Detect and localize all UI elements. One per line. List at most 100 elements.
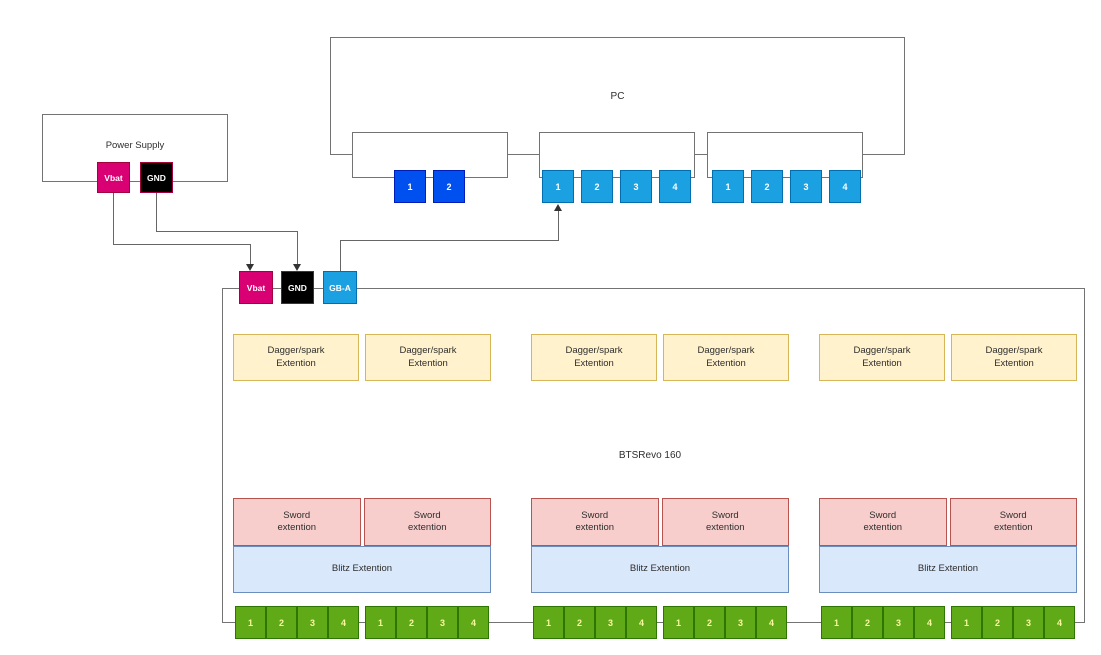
gnd-wire-segment — [156, 231, 298, 232]
bts-port-4[interactable]: 4 — [328, 606, 359, 639]
power-supply-box[interactable] — [42, 114, 228, 182]
vbat-wire-segment — [113, 244, 251, 245]
vbat-wire-segment — [113, 193, 114, 245]
blitz-extension-box[interactable]: Blitz Extention — [819, 546, 1077, 593]
bts-gba-port[interactable]: GB-A — [323, 271, 357, 304]
gnd-wire-arrowhead — [293, 264, 301, 271]
bts-port-2[interactable]: 2 — [564, 606, 595, 639]
dagger-row: Dagger/spark Extention Dagger/spark Exte… — [531, 334, 789, 381]
power-supply-gnd-port[interactable]: GND — [140, 162, 173, 193]
bts-port-1[interactable]: 1 — [533, 606, 564, 639]
pc-label: PC — [610, 91, 625, 102]
dagger-row: Dagger/spark Extention Dagger/spark Exte… — [233, 334, 491, 381]
sword-extension-box[interactable]: Sword extention — [531, 498, 659, 546]
pc-gb-2[interactable]: 2 — [751, 170, 783, 203]
sword-extension-box[interactable]: Sword extention — [819, 498, 947, 546]
gba-wire-arrowhead — [554, 204, 562, 211]
dagger-extension-box[interactable]: Dagger/spark Extention — [233, 334, 359, 381]
dagger-row: Dagger/spark Extention Dagger/spark Exte… — [819, 334, 1077, 381]
sword-row: Sword extention Sword extention — [819, 498, 1077, 546]
pc-gb-3[interactable]: 3 — [790, 170, 822, 203]
bts-port-4[interactable]: 4 — [626, 606, 657, 639]
pc-gb-3[interactable]: 3 — [620, 170, 652, 203]
bts-port-2[interactable]: 2 — [266, 606, 297, 639]
bts-port-3[interactable]: 3 — [595, 606, 626, 639]
sword-extension-label: Sword extention — [993, 509, 1033, 533]
sword-extension-label: Sword extention — [407, 509, 447, 533]
gnd-wire-segment — [156, 193, 157, 232]
btsrevo-label: BTSRevo 160 — [618, 450, 682, 461]
vbat-wire-arrowhead — [246, 264, 254, 271]
pc-gb-1[interactable]: 1 — [712, 170, 744, 203]
blitz-extension-box[interactable]: Blitz Extention — [531, 546, 789, 593]
bts-port-4[interactable]: 4 — [914, 606, 945, 639]
bts-port-4[interactable]: 4 — [1044, 606, 1075, 639]
sword-extension-label: Sword extention — [863, 509, 903, 533]
bts-port-2[interactable]: 2 — [982, 606, 1013, 639]
bts-port-3[interactable]: 3 — [427, 606, 458, 639]
power-supply-label: Power Supply — [105, 140, 165, 151]
power-supply-vbat-port[interactable]: Vbat — [97, 162, 130, 193]
sword-extension-box[interactable]: Sword extention — [363, 498, 491, 546]
bts-port-4[interactable]: 4 — [458, 606, 489, 639]
dagger-extension-label: Dagger/spark Extention — [985, 345, 1043, 369]
bts-port-2[interactable]: 2 — [694, 606, 725, 639]
pc-gb-4[interactable]: 4 — [659, 170, 691, 203]
pc-gb-1[interactable]: 1 — [542, 170, 574, 203]
dagger-extension-box[interactable]: Dagger/spark Extention — [951, 334, 1077, 381]
bts-port-4[interactable]: 4 — [756, 606, 787, 639]
bts-port-2[interactable]: 2 — [852, 606, 883, 639]
gba-wire-segment — [340, 240, 559, 241]
gba-wire-segment — [340, 240, 341, 271]
sword-extension-label: Sword extention — [575, 509, 615, 533]
pc-gb-4[interactable]: 4 — [829, 170, 861, 203]
dagger-extension-box[interactable]: Dagger/spark Extention — [531, 334, 657, 381]
sword-extension-label: Sword extention — [277, 509, 317, 533]
bts-port-3[interactable]: 3 — [297, 606, 328, 639]
blitz-extension-label: Blitz Extention — [917, 563, 979, 575]
dagger-extension-label: Dagger/spark Extention — [853, 345, 911, 369]
bts-port-1[interactable]: 1 — [663, 606, 694, 639]
dagger-extension-box[interactable]: Dagger/spark Extention — [819, 334, 945, 381]
bts-port-1[interactable]: 1 — [365, 606, 396, 639]
dagger-extension-box[interactable]: Dagger/spark Extention — [663, 334, 789, 381]
pc-gb-2[interactable]: 2 — [581, 170, 613, 203]
bts-gnd-port[interactable]: GND — [281, 271, 314, 304]
pc-usb-1[interactable]: 1 — [394, 170, 426, 203]
gba-wire-segment — [558, 211, 559, 241]
bts-port-1[interactable]: 1 — [951, 606, 982, 639]
pc-usb-2[interactable]: 2 — [433, 170, 465, 203]
dagger-extension-label: Dagger/spark Extention — [565, 345, 623, 369]
sword-extension-box[interactable]: Sword extention — [661, 498, 789, 546]
bts-port-1[interactable]: 1 — [821, 606, 852, 639]
bts-port-3[interactable]: 3 — [1013, 606, 1044, 639]
dagger-extension-label: Dagger/spark Extention — [399, 345, 457, 369]
bts-port-2[interactable]: 2 — [396, 606, 427, 639]
sword-extension-box[interactable]: Sword extention — [949, 498, 1077, 546]
sword-row: Sword extention Sword extention — [233, 498, 491, 546]
dagger-extension-box[interactable]: Dagger/spark Extention — [365, 334, 491, 381]
bts-port-3[interactable]: 3 — [883, 606, 914, 639]
dagger-extension-label: Dagger/spark Extention — [697, 345, 755, 369]
bts-port-3[interactable]: 3 — [725, 606, 756, 639]
bts-vbat-port[interactable]: Vbat — [239, 271, 273, 304]
vbat-wire-segment — [250, 244, 251, 265]
pc-port-group-box-1[interactable] — [352, 132, 508, 178]
blitz-extension-label: Blitz Extention — [331, 563, 393, 575]
sword-extension-box[interactable]: Sword extention — [233, 498, 361, 546]
bts-port-1[interactable]: 1 — [235, 606, 266, 639]
blitz-extension-box[interactable]: Blitz Extention — [233, 546, 491, 593]
